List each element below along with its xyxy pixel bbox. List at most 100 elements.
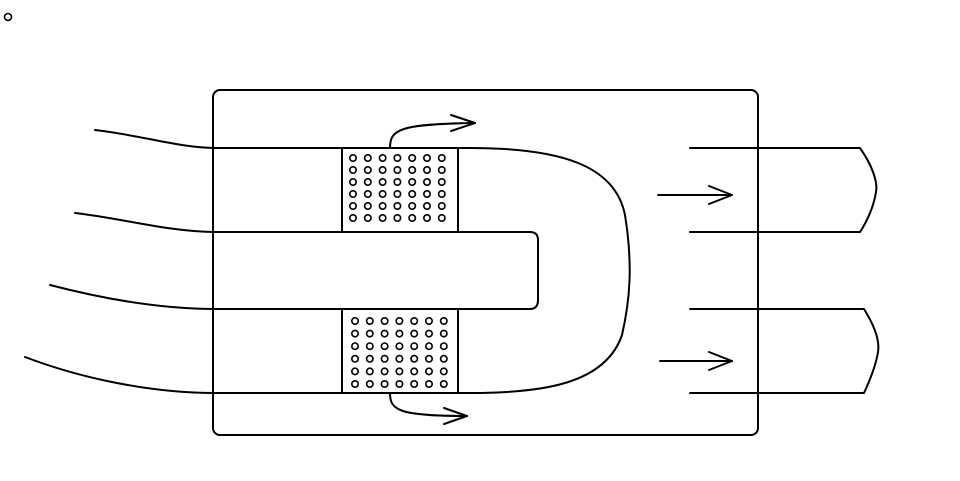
perforation-hole (363, 190, 372, 199)
perforation-hole (422, 154, 431, 163)
perforation-hole (422, 166, 431, 175)
perforation-hole (439, 316, 448, 325)
inlet-line-4 (24, 356, 216, 394)
perforation-hole (393, 190, 402, 199)
perforation-hole (422, 214, 431, 223)
perforation-hole (350, 367, 359, 376)
perforation-hole (408, 178, 417, 187)
perforation-hole (378, 178, 387, 187)
perforation-hole (437, 178, 446, 187)
perforation-hole (378, 166, 387, 175)
inlet-line-3 (49, 284, 216, 310)
perforation-hole (408, 214, 417, 223)
inlet-line-1 (94, 129, 216, 149)
perforation-hole (365, 316, 374, 325)
perforation-hole (380, 316, 389, 325)
housing-box (212, 89, 759, 436)
perforation-hole (393, 202, 402, 211)
perforation-hole (437, 190, 446, 199)
perforation-hole (365, 367, 374, 376)
upper-dot-grid (348, 154, 446, 223)
perforation-hole (424, 354, 433, 363)
perforation-hole (350, 329, 359, 338)
perforation-hole (350, 379, 359, 388)
perforation-hole (363, 214, 372, 223)
perforation-hole (410, 342, 419, 351)
perforation-hole (380, 379, 389, 388)
corner-marker-circle (3, 12, 13, 22)
perforation-hole (439, 354, 448, 363)
perforation-hole (348, 214, 357, 223)
perforation-hole (363, 178, 372, 187)
perforation-hole (348, 166, 357, 175)
perforation-hole (393, 214, 402, 223)
perforation-hole (393, 166, 402, 175)
perforation-hole (439, 379, 448, 388)
perforation-hole (395, 367, 404, 376)
perforation-hole (410, 367, 419, 376)
perforation-hole (437, 154, 446, 163)
lower-flow-arrow (389, 392, 468, 417)
perforation-hole (424, 329, 433, 338)
perforation-hole (348, 202, 357, 211)
upper-perforated-block (341, 147, 459, 233)
perforation-hole (378, 190, 387, 199)
perforation-hole (363, 154, 372, 163)
perforation-hole (424, 342, 433, 351)
perforation-hole (408, 166, 417, 175)
perforation-hole (408, 202, 417, 211)
perforation-hole (380, 367, 389, 376)
lower-flow-arrowhead (443, 407, 468, 425)
perforation-hole (365, 379, 374, 388)
perforation-hole (348, 190, 357, 199)
channel-outer-wall (212, 147, 631, 394)
perforation-hole (410, 379, 419, 388)
upper-flow-arrowhead (450, 114, 476, 132)
perforation-hole (363, 166, 372, 175)
perforation-hole (395, 329, 404, 338)
perforation-hole (378, 214, 387, 223)
perforation-hole (437, 214, 446, 223)
perforation-hole (424, 379, 433, 388)
lower-perforated-block (341, 308, 459, 394)
lower-outlet-duct (689, 308, 880, 394)
perforation-hole (393, 178, 402, 187)
perforation-hole (422, 178, 431, 187)
perforation-hole (422, 190, 431, 199)
perforation-hole (410, 329, 419, 338)
perforation-hole (408, 190, 417, 199)
upper-outlet-arrowhead (708, 185, 733, 205)
perforation-hole (439, 329, 448, 338)
perforation-hole (350, 316, 359, 325)
perforation-hole (380, 329, 389, 338)
perforation-hole (350, 354, 359, 363)
perforation-hole (363, 202, 372, 211)
perforation-hole (380, 342, 389, 351)
perforation-hole (424, 367, 433, 376)
inlet-line-2 (74, 212, 216, 233)
lower-outlet-arrowhead (708, 351, 733, 371)
perforation-hole (348, 178, 357, 187)
perforation-hole (395, 342, 404, 351)
perforation-hole (378, 154, 387, 163)
perforation-hole (395, 316, 404, 325)
perforation-hole (410, 316, 419, 325)
perforation-hole (422, 202, 431, 211)
upper-flow-arrow (389, 122, 476, 149)
perforation-hole (437, 166, 446, 175)
perforation-hole (439, 367, 448, 376)
perforation-hole (395, 354, 404, 363)
perforation-hole (408, 154, 417, 163)
channel-inner-wall (212, 231, 539, 310)
perforation-hole (395, 379, 404, 388)
lower-dot-grid (350, 316, 448, 388)
perforation-hole (380, 354, 389, 363)
perforation-hole (348, 154, 357, 163)
perforation-hole (410, 354, 419, 363)
perforation-hole (365, 354, 374, 363)
perforation-hole (437, 202, 446, 211)
perforation-hole (350, 342, 359, 351)
perforation-hole (365, 329, 374, 338)
upper-outlet-duct (689, 147, 878, 233)
